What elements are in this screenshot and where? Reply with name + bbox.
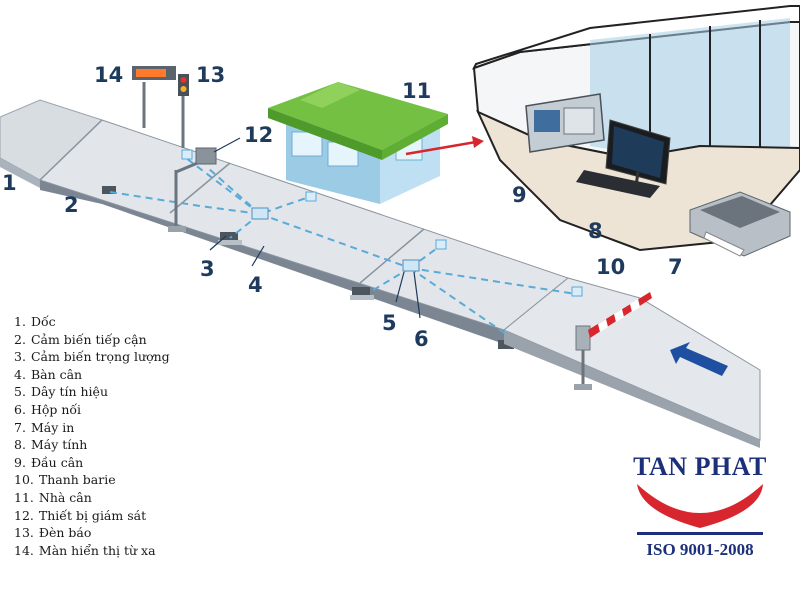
legend-item: 3.Cảm biến trọng lượng <box>14 349 170 365</box>
legend-item: 2.Cảm biến tiếp cận <box>14 331 147 347</box>
callout-9: 9 <box>512 183 527 207</box>
legend-item: 13.Đèn báo <box>14 525 92 541</box>
callout-1: 1 <box>2 171 17 195</box>
callout-11: 11 <box>402 79 431 103</box>
signal-light <box>178 74 189 148</box>
logo-swoosh <box>637 484 763 535</box>
computer <box>576 119 671 198</box>
leader-lines <box>209 137 421 319</box>
ramp-right <box>503 277 761 448</box>
callout-3: 3 <box>200 257 215 281</box>
callout-14: 14 <box>94 63 123 87</box>
legend-item: 9.Đầu cân <box>14 454 84 470</box>
tan-phat-logo: TAN PHAT ISO 9001-2008 <box>633 452 767 570</box>
legend-item: 11.Nhà cân <box>14 489 92 505</box>
legend-item: 7.Máy in <box>14 419 75 435</box>
weighing-booth <box>268 82 448 204</box>
deck-sensors <box>181 149 583 297</box>
logo-iso-cert: ISO 9001-2008 <box>646 540 754 559</box>
arrow-right-icon <box>405 136 484 156</box>
callout-7: 7 <box>668 255 683 279</box>
legend-item: 6.Hộp nối <box>14 401 82 417</box>
callout-6: 6 <box>414 327 429 351</box>
remote-display <box>132 66 176 128</box>
legend-item: 14.Màn hiển thị từ xa <box>14 542 156 558</box>
callout-12: 12 <box>244 123 273 147</box>
callout-5: 5 <box>382 311 397 335</box>
legend-item: 12.Thiết bị giám sát <box>14 507 147 523</box>
component-legend: 1.Dốc 2.Cảm biến tiếp cận 3.Cảm biến trọ… <box>14 313 170 559</box>
barrier <box>574 292 652 390</box>
callout-10: 10 <box>596 255 625 279</box>
legend-item: 1.Dốc <box>14 314 56 329</box>
callout-2: 2 <box>64 193 79 217</box>
legend-item: 8.Máy tính <box>14 437 88 453</box>
callout-4: 4 <box>248 273 263 297</box>
callout-13: 13 <box>196 63 225 87</box>
legend-item: 5.Dây tín hiệu <box>14 384 108 400</box>
arrow-left-icon <box>670 342 728 376</box>
junction-boxes <box>251 207 420 272</box>
legend-item: 10.Thanh barie <box>14 472 116 488</box>
legend-item: 4.Bàn cân <box>14 366 83 382</box>
logo-brand: TAN PHAT <box>633 452 767 481</box>
surveillance-device <box>168 147 217 232</box>
callout-8: 8 <box>588 219 603 243</box>
printer <box>689 191 791 257</box>
weighing-indicator <box>525 93 605 153</box>
